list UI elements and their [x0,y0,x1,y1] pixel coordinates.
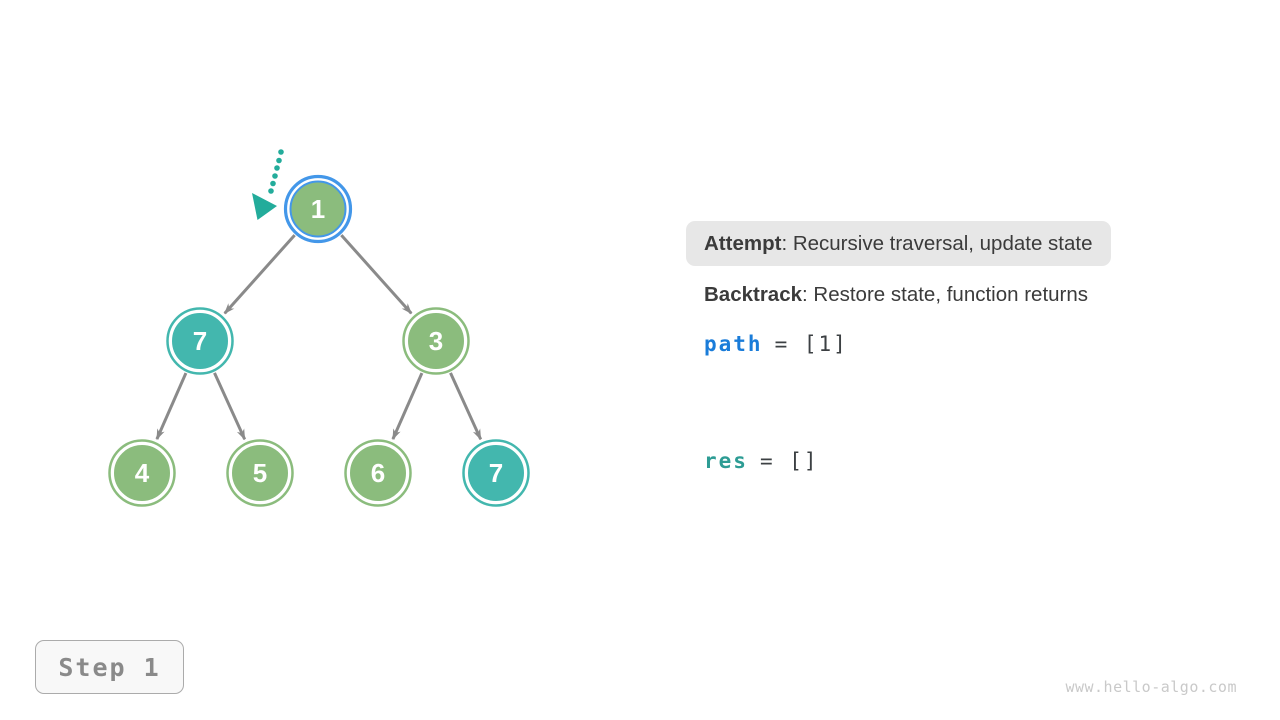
binary-tree-diagram: 1 7 3 4 5 6 7 [108,149,530,507]
pointer-dot [270,180,276,187]
res-state-line: res = [] [704,449,819,473]
tree-node-value: 4 [135,458,150,488]
tree-node: 5 [226,439,294,507]
attempt-label: Attempt: Recursive traversal, update sta… [704,232,1093,256]
tree-node: 1 [283,174,353,244]
tree-node-value: 3 [429,326,443,356]
backtrack-label: Backtrack: Restore state, function retur… [704,283,1088,307]
tree-node: 6 [344,439,412,507]
tree-node-value: 7 [193,326,207,356]
tree-edges [155,234,483,441]
tree-edge [223,234,296,315]
tree-node: 7 [166,307,234,375]
tree-nodes: 1 7 3 4 5 6 7 [108,174,530,507]
watermark: www.hello-algo.com [1065,678,1237,696]
entry-pointer-arrow [252,149,284,220]
attempt-legend: Attempt: Recursive traversal, update sta… [686,221,1111,266]
tree-edge [213,372,247,441]
res-value: = [] [759,449,819,473]
tree-node-value: 6 [371,458,385,488]
pointer-dot [274,165,280,171]
tree-node: 3 [402,307,470,375]
attempt-text: : Recursive traversal, update state [781,231,1093,255]
path-state-line: path = [1] [704,332,848,356]
pointer-dot [278,149,284,155]
backtrack-legend: Backtrack: Restore state, function retur… [686,272,1106,317]
tree-edge [155,372,188,441]
tree-node: 4 [108,439,176,507]
tree-node-value: 7 [489,458,503,488]
backtrack-text: : Restore state, function returns [802,282,1089,306]
step-badge: Step 1 [35,640,184,694]
attempt-label-bold: Attempt [704,231,782,255]
backtrack-label-bold: Backtrack [704,282,803,306]
tree-node-value: 5 [253,458,267,488]
pointer-dot [268,188,274,194]
pointer-arrowhead [252,193,277,220]
tree-node: 7 [462,439,530,507]
tree-edge [449,372,483,441]
pointer-dot [276,157,282,164]
tree-edge [391,372,424,441]
path-value: = [1] [774,332,848,356]
path-variable: path [704,332,763,356]
res-variable: res [704,449,748,473]
tree-node-value: 1 [311,194,325,224]
pointer-dot [272,173,278,179]
step-label: Step 1 [58,652,161,682]
tree-edge [340,234,413,315]
